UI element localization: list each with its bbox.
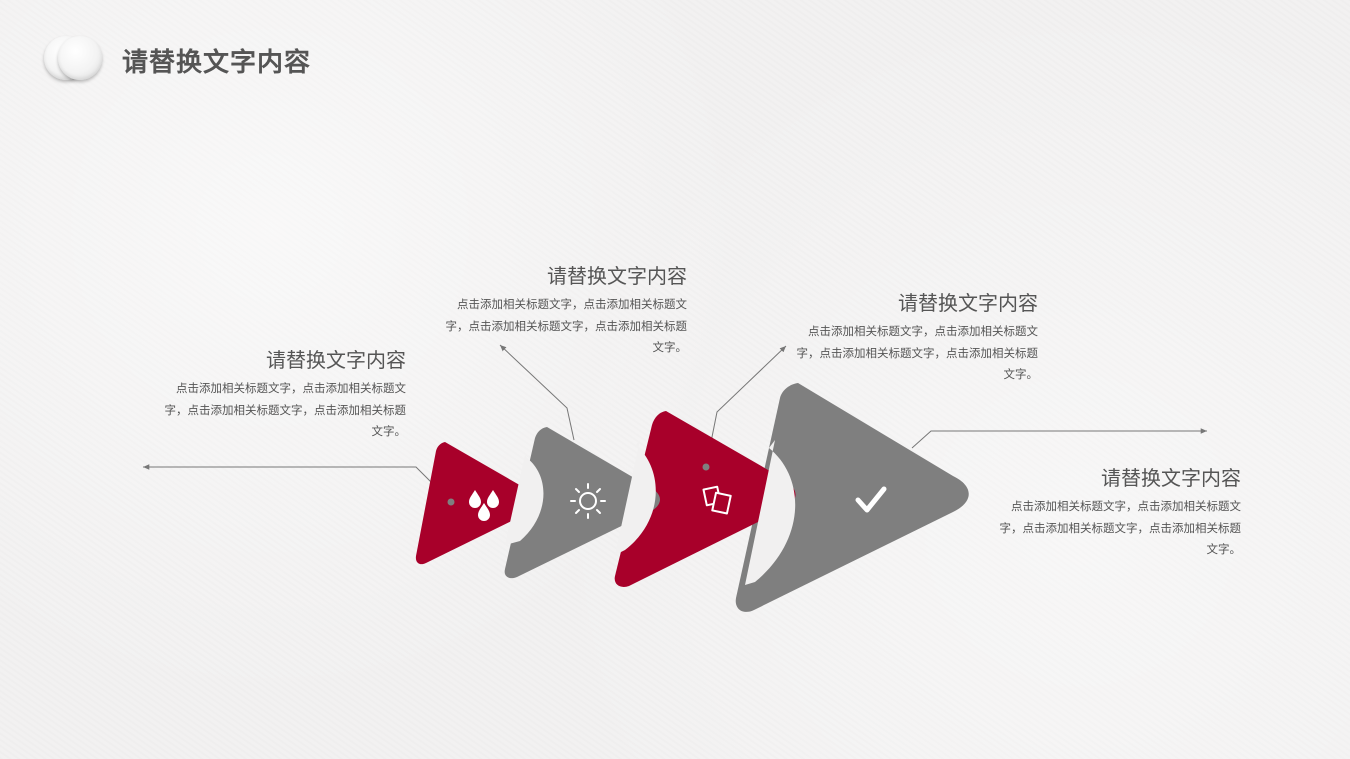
sun-icon — [570, 483, 606, 519]
step-shape-4 — [0, 0, 969, 612]
cards-icon — [702, 485, 732, 515]
step-text-block-3: 请替换文字内容 点击添加相关标题文字，点击添加相关标题文字，点击添加相关标题文字… — [792, 291, 1039, 386]
step-notch-4 — [745, 440, 796, 585]
water-drops-icon — [469, 490, 499, 521]
checkmark-icon — [855, 486, 887, 513]
step-heading-3: 请替换文字内容 — [898, 291, 1038, 315]
step-body-4: 点击添加相关标题文字，点击添加相关标题文字，点击添加相关标题文字，点击添加相关标… — [999, 499, 1242, 556]
step-text-block-2: 请替换文字内容 点击添加相关标题文字，点击添加相关标题文字，点击添加相关标题文字… — [441, 264, 688, 359]
step-body-2: 点击添加相关标题文字，点击添加相关标题文字，点击添加相关标题文字，点击添加相关标… — [445, 297, 688, 354]
step-heading-2: 请替换文字内容 — [547, 264, 687, 288]
connector-line-4 — [911, 428, 1207, 449]
title-disc-icon — [44, 36, 102, 82]
connector-line-2 — [499, 344, 575, 441]
step-notch-2 — [505, 455, 544, 545]
step-body-1: 点击添加相关标题文字，点击添加相关标题文字，点击添加相关标题文字，点击添加相关标… — [164, 381, 407, 438]
anchor-dot-1 — [447, 498, 455, 506]
step-body-3: 点击添加相关标题文字，点击添加相关标题文字，点击添加相关标题文字，点击添加相关标… — [796, 324, 1039, 381]
step-shape-2 — [504, 427, 660, 579]
step-heading-1: 请替换文字内容 — [266, 348, 406, 372]
anchor-dot-3 — [702, 463, 710, 471]
step-text-block-4: 请替换文字内容 点击添加相关标题文字，点击添加相关标题文字，点击添加相关标题文字… — [995, 466, 1242, 561]
step-text-block-1: 请替换文字内容 点击添加相关标题文字，点击添加相关标题文字，点击添加相关标题文字… — [160, 348, 407, 443]
connector-line-1 — [143, 464, 452, 503]
step-notch-3 — [615, 440, 656, 555]
step-heading-4: 请替换文字内容 — [1101, 466, 1241, 490]
page-title: 请替换文字内容 — [122, 48, 312, 78]
